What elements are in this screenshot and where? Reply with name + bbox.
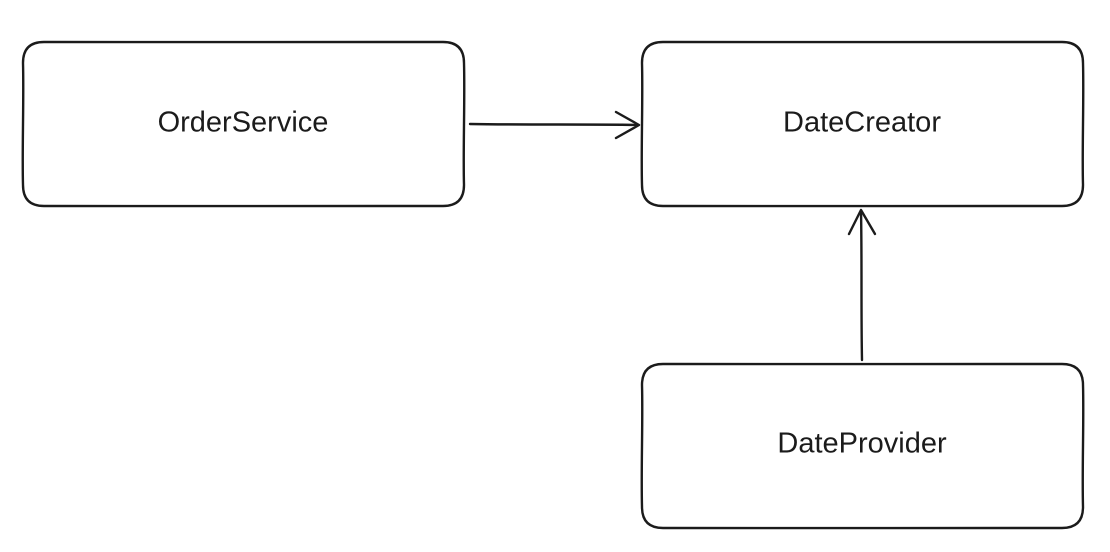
arrowhead-up-icon (847, 208, 877, 236)
node-date-creator-box (640, 40, 1085, 208)
node-order-service-box (21, 40, 466, 208)
node-order-service[interactable]: OrderService (21, 40, 466, 208)
node-date-provider-box (640, 362, 1085, 530)
node-date-creator[interactable]: DateCreator (640, 40, 1085, 208)
edge-orderservice-to-datecreator-line (468, 122, 640, 127)
edge-orderservice-to-datecreator (468, 110, 641, 140)
node-date-provider[interactable]: DateProvider (640, 362, 1085, 530)
node-date-provider-label: DateProvider (777, 428, 947, 460)
edge-dateprovider-to-datecreator (847, 208, 877, 362)
edge-dateprovider-to-datecreator-line (859, 209, 864, 362)
node-date-creator-label: DateCreator (783, 107, 941, 139)
node-order-service-label: OrderService (158, 107, 329, 139)
arrowhead-right-icon (614, 110, 641, 140)
